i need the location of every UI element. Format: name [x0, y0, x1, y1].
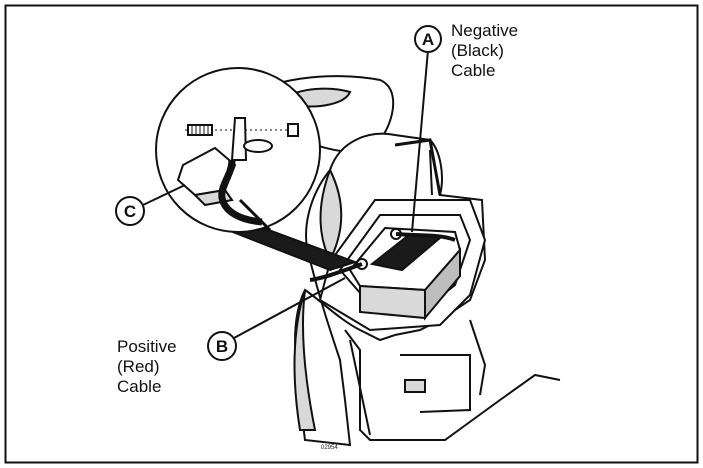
label-line: (Red): [117, 357, 160, 376]
callout-c: C: [115, 196, 145, 226]
label-negative-cable: Negative (Black) Cable: [451, 21, 518, 81]
callout-c-letter: C: [124, 202, 136, 221]
figure-code: 02954: [321, 445, 338, 451]
label-line: (Black): [451, 41, 504, 60]
label-line: Cable: [117, 377, 162, 396]
callout-a: A: [414, 25, 442, 53]
callout-leaders: [142, 49, 429, 339]
label-line: Positive: [117, 337, 177, 356]
callout-a-letter: A: [422, 30, 434, 49]
label-line: Negative: [451, 21, 519, 40]
detail-magnifier: [155, 67, 359, 272]
label-line: Cable: [451, 61, 496, 80]
battery-illustration: [309, 226, 462, 321]
label-positive-cable: Positive (Red) Cable: [117, 337, 177, 397]
callout-b-letter: B: [216, 337, 228, 356]
callout-b: B: [207, 331, 237, 361]
